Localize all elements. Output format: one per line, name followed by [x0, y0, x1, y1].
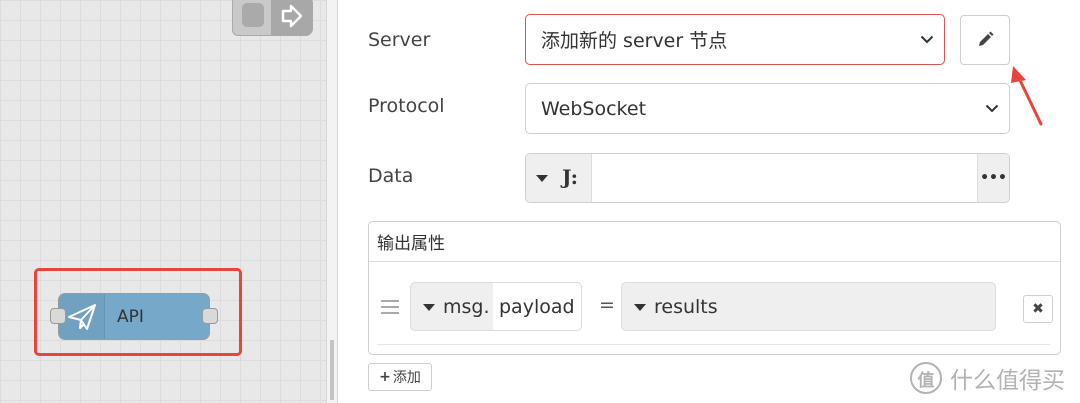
server-select[interactable]: 添加新的 server 节点 — [525, 14, 945, 65]
close-icon: ✖ — [1032, 301, 1044, 317]
add-button-label: 添加 — [392, 370, 421, 386]
watermark-logo: 值 — [910, 362, 942, 394]
arrow-right-icon — [271, 0, 313, 35]
protocol-select-value: WebSocket — [541, 97, 647, 120]
api-node[interactable]: API — [58, 293, 210, 340]
flow-canvas[interactable]: API — [0, 0, 326, 403]
msg-prefix: msg. — [443, 295, 490, 318]
property-value: results — [654, 295, 718, 318]
add-property-button[interactable]: + 添加 — [368, 363, 432, 391]
api-node-highlight — [34, 268, 242, 356]
data-typed-input[interactable]: J: ••• — [525, 153, 1010, 203]
watermark: 值 什么值得买 — [910, 360, 1065, 396]
assign-operator: = — [599, 294, 615, 316]
edit-server-button[interactable] — [960, 15, 1010, 65]
chevron-down-icon — [985, 104, 999, 112]
drag-handle-icon[interactable] — [381, 300, 399, 318]
property-target-input[interactable]: msg. payload — [410, 282, 582, 331]
node-edit-panel: Server 添加新的 server 节点 Protocol WebSocket… — [338, 0, 1080, 403]
caret-down-icon[interactable] — [423, 304, 435, 311]
plus-icon: + — [379, 369, 391, 385]
property-name-field[interactable]: payload — [493, 283, 581, 330]
property-value-input[interactable]: results — [621, 282, 996, 331]
output-properties-title: 输出属性 — [369, 222, 1060, 262]
server-label: Server — [368, 29, 431, 51]
caret-down-icon[interactable] — [634, 304, 646, 311]
protocol-label: Protocol — [368, 95, 445, 117]
server-select-value: 添加新的 server 节点 — [541, 30, 728, 52]
chevron-down-icon — [920, 35, 934, 43]
canvas-node-partial[interactable] — [232, 0, 313, 36]
scrollbar-thumb[interactable] — [330, 340, 334, 400]
json-type-icon: J: — [562, 165, 579, 189]
node-input-port[interactable] — [242, 3, 264, 27]
row-divider — [377, 344, 1050, 345]
canvas-scrollbar[interactable] — [326, 0, 338, 403]
watermark-text: 什么值得买 — [950, 368, 1065, 394]
caret-down-icon — [536, 175, 548, 182]
more-icon: ••• — [980, 170, 1007, 186]
api-node-label: API — [117, 306, 144, 327]
pencil-icon — [979, 31, 994, 46]
data-label: Data — [368, 165, 414, 187]
paper-plane-icon — [59, 294, 105, 339]
data-expand-button[interactable]: ••• — [977, 154, 1009, 202]
data-type-selector[interactable]: J: — [526, 154, 592, 202]
protocol-select[interactable]: WebSocket — [525, 83, 1010, 134]
api-node-output-port[interactable] — [202, 308, 218, 324]
api-node-input-port[interactable] — [50, 308, 66, 324]
output-properties-section: 输出属性 msg. payload = results ✖ — [368, 221, 1061, 355]
delete-row-button[interactable]: ✖ — [1023, 295, 1053, 323]
